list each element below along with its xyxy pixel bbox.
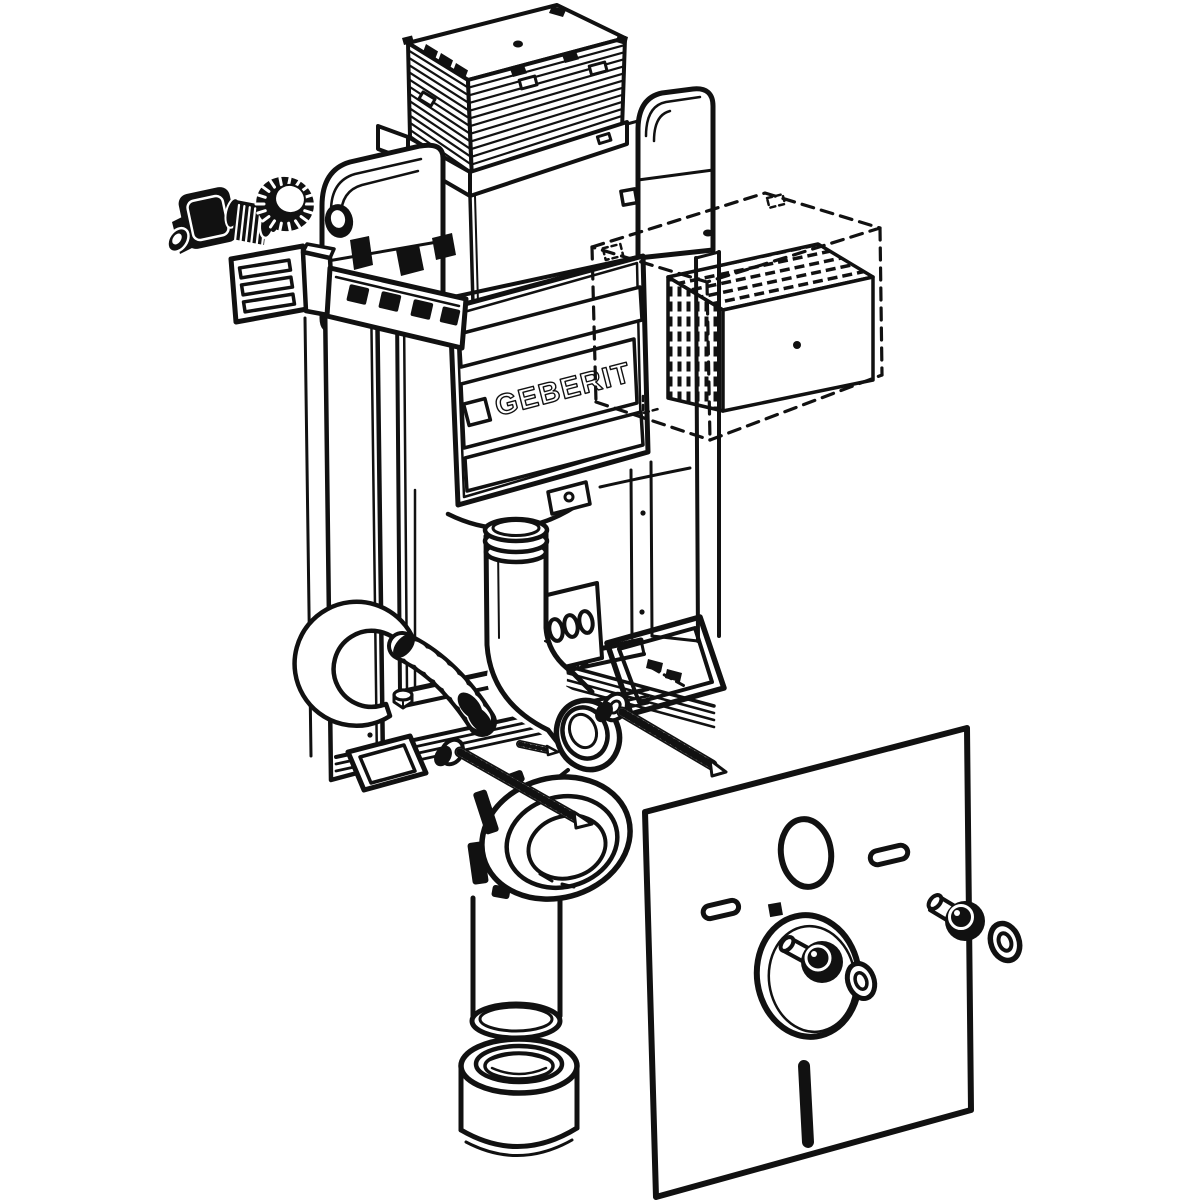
side-washer [987,920,1023,964]
tank-rim-right [468,120,629,198]
cover-ribs-left [407,49,473,174]
mat-oval-hole [777,816,835,890]
reducer-collar [458,1036,580,1157]
ring-teeth [254,176,316,232]
mat-bottom-slot [798,1060,814,1148]
protection-box-dashed [590,191,884,442]
frame-foot-right [604,614,727,717]
mat-washer [844,961,878,1001]
foam-block [666,242,875,413]
ribbed-cover-box [402,3,628,182]
protection-box-assembly [590,191,884,442]
cover-clips [402,6,628,79]
access-panel: GEBERIT [447,253,651,508]
geberit-logo-square [461,396,493,428]
wc-connector-ring [467,768,633,902]
side-screw [926,893,985,941]
flush-pipe-collar [482,516,550,565]
fixing-plate-oval-holes [541,581,604,673]
wall-bracket-plate [228,242,336,325]
frame-foot-left [345,733,429,793]
drain-pipe [469,889,563,1041]
rod-tip-3 [545,744,560,757]
threaded-rods [434,691,728,830]
rods-dynamic [454,706,718,824]
left-fittings [166,176,469,351]
mat-square-hole [767,902,783,918]
wall-bracket-rail [324,233,469,351]
mat-slot-right [867,842,911,868]
mat-screw [778,935,843,983]
logo-band [459,337,639,450]
flush-pipe [482,516,623,773]
rod-tip-2 [708,758,728,778]
toothed-ring [254,176,316,232]
sound-insulation-mat [642,725,1023,1200]
mat-slot-left [700,897,742,922]
supply-hose [292,599,497,737]
rod-tip-1 [572,810,594,830]
